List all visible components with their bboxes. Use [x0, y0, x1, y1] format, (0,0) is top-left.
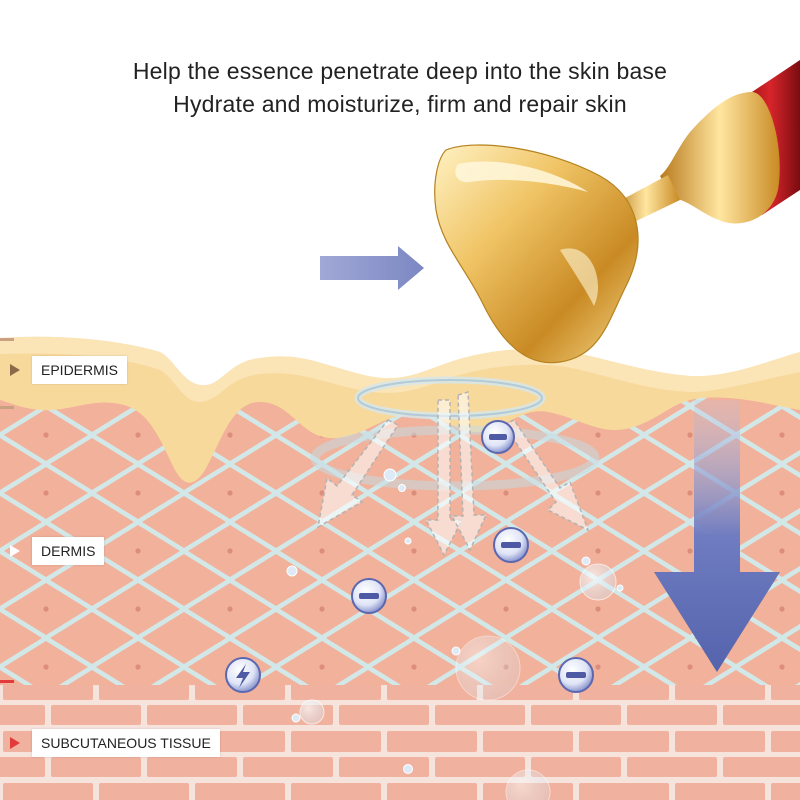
subcutaneous-label: SUBCUTANEOUS TISSUE — [32, 729, 220, 757]
minus-ion-icon — [493, 527, 529, 563]
pointer-triangle-icon — [10, 545, 20, 557]
minus-ion-icon — [351, 578, 387, 614]
subcutaneous-tick — [0, 680, 14, 683]
layer-label-epidermis: EPIDERMIS — [10, 355, 128, 385]
epidermis-bottom-tick — [0, 406, 14, 409]
roller-tool-icon — [434, 60, 800, 364]
minus-ion-icon — [481, 420, 515, 454]
pointer-triangle-icon — [10, 364, 20, 376]
pointer-triangle-icon — [10, 737, 20, 749]
arrow-down-icon — [654, 400, 780, 672]
penetration-arrows — [316, 391, 590, 557]
layer-label-subcutaneous: SUBCUTANEOUS TISSUE — [10, 728, 220, 758]
dermis-layer — [0, 395, 800, 685]
headline-line-2: Hydrate and moisturize, firm and repair … — [173, 91, 627, 117]
arrow-right-icon — [320, 246, 424, 290]
epidermis-top-tick — [0, 338, 14, 341]
epidermis-label: EPIDERMIS — [32, 356, 128, 384]
energy-ring-inner — [310, 425, 600, 491]
minus-ion-icon — [558, 657, 594, 693]
lightning-ion-icon — [225, 657, 261, 693]
dermis-label: DERMIS — [32, 537, 105, 565]
moisture-bubbles — [286, 468, 624, 800]
headline-line-1: Help the essence penetrate deep into the… — [132, 58, 668, 84]
layer-label-dermis: DERMIS — [10, 536, 105, 566]
